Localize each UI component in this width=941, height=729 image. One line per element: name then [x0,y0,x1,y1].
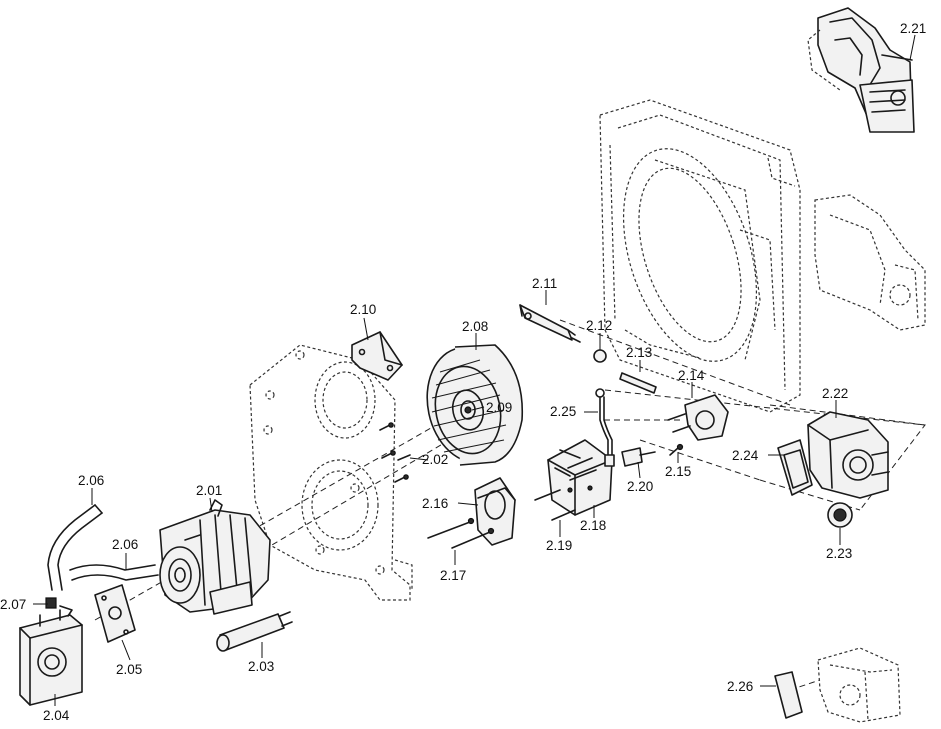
callout-2-02: 2.02 [422,452,448,467]
part-2-23-nozzle [827,502,853,528]
callout-2-14: 2.14 [678,368,705,383]
part-2-07-clip [45,597,73,617]
assembly-axis-lines [94,319,926,691]
callout-2-15: 2.15 [665,464,691,479]
part-2-26-assembly [774,647,901,723]
callout-2-11: 2.11 [532,276,557,291]
callout-2-25: 2.25 [550,404,576,419]
part-2-04-filter [19,609,83,706]
part-2-19-screws [534,457,597,521]
callout-2-08: 2.08 [462,319,488,334]
callout-2-13: 2.13 [626,345,652,360]
part-2-08-fan-wheel [426,344,524,466]
part-2-22-gas-valve [807,411,889,499]
callout-2-06-upper: 2.06 [78,473,104,488]
part-2-06-hoses [47,504,159,591]
part-2-17-screws [427,517,495,549]
callout-2-22: 2.22 [822,386,848,401]
part-2-05-plate [94,584,136,643]
callout-2-03: 2.03 [248,659,274,674]
valve-housing-ghost [814,194,926,331]
callout-2-19: 2.19 [546,538,572,553]
part-2-21-assembly [807,7,915,133]
part-2-18-cover [547,439,613,516]
part-2-01-motor [159,499,271,615]
part-2-11-bar [519,304,581,343]
callout-2-06-lower: 2.06 [112,537,138,552]
part-2-03-capacitor [216,611,293,652]
callout-2-09: 2.09 [486,400,512,415]
callout-2-18: 2.18 [580,518,606,533]
part-2-16-module [474,477,516,546]
part-2-24-gasket [777,439,813,496]
part-2-14-valve [667,394,729,441]
callout-2-12: 2.12 [586,318,612,333]
callout-2-24: 2.24 [732,448,759,463]
callout-labels: 2.01 2.02 2.03 2.04 2.05 2.06 2.06 2.07 … [0,21,926,723]
housing-ghost [599,99,801,413]
callout-2-01: 2.01 [196,483,222,498]
callout-2-05: 2.05 [116,662,142,677]
part-2-20-fitting [621,447,656,467]
callout-2-21: 2.21 [900,21,926,36]
callout-2-07: 2.07 [0,597,26,612]
callout-2-16: 2.16 [422,496,448,511]
callout-2-23: 2.23 [826,546,852,561]
part-2-15-screw [669,443,684,456]
part-2-12-nut [593,349,607,363]
callout-2-10: 2.10 [350,302,376,317]
callout-2-20: 2.20 [627,479,653,494]
part-2-10-bracket [351,331,403,381]
part-2-13-rod [619,372,657,394]
mounting-plate-ghost [249,344,413,601]
callout-2-17: 2.17 [440,568,466,583]
part-2-02-screws [379,422,411,483]
callout-2-26: 2.26 [727,679,753,694]
callout-2-04: 2.04 [43,708,70,723]
leader-lines [33,34,916,706]
part-2-25-cable [595,388,615,467]
